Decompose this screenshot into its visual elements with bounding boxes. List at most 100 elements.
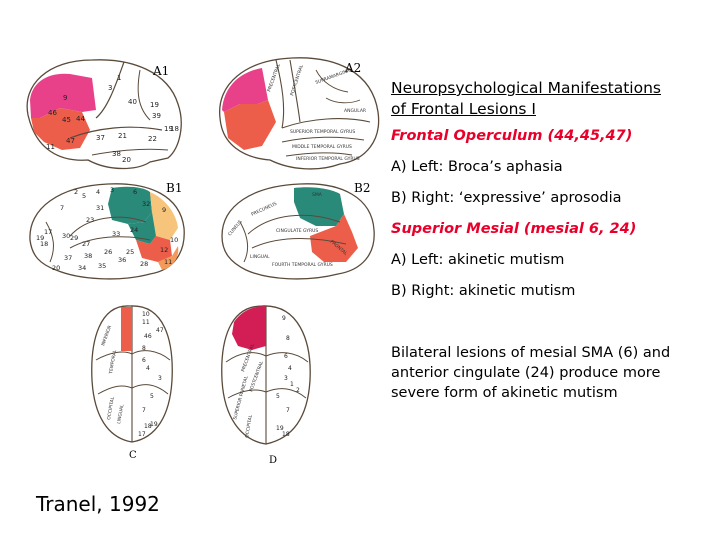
- item-right-akinetic-mutism: B) Right: akinetic mutism: [391, 283, 576, 299]
- area-number: 11: [164, 258, 172, 266]
- area-number: 30: [62, 232, 70, 240]
- area-operculum-red: [31, 108, 90, 150]
- area-number: 11: [46, 143, 55, 151]
- region-label: FOURTH TEMPORAL GYRUS: [272, 262, 333, 268]
- slide-heading: Neuropsychological Manifestations of Fro…: [391, 78, 713, 120]
- area-number: 22: [148, 135, 157, 143]
- area-number: 1: [117, 74, 121, 82]
- panel-a2-lateral-right: A2 PRECENTRAL POSTCENTRAL SUPERIOR TEMPO…: [219, 57, 380, 170]
- panel-label-a1: A1: [152, 64, 169, 78]
- area-number: 23: [86, 216, 94, 224]
- area-number: 28: [140, 260, 148, 268]
- area-number: 4: [288, 365, 292, 372]
- area-number: 8: [142, 345, 146, 352]
- area-light-orange: [150, 192, 178, 240]
- area-number: 39: [152, 112, 161, 120]
- area-number: 9: [162, 206, 166, 214]
- region-label: CINGULATE GYRUS: [276, 228, 318, 234]
- area-number: 19: [36, 234, 44, 242]
- region-label: LINGUAL: [116, 404, 125, 425]
- area-number: 32: [142, 200, 150, 208]
- area-magenta-frontal-right: [222, 68, 268, 112]
- citation: Tranel, 1992: [36, 492, 160, 516]
- heading-line-2: of Frontal Lesions I: [391, 100, 536, 118]
- area-number: 4: [96, 188, 100, 196]
- item-left-brocas-aphasia: A) Left: Broca’s aphasia: [391, 159, 563, 175]
- area-number: 8: [286, 335, 290, 342]
- region-label: INFERIOR TEMPORAL GYRUS: [296, 156, 360, 162]
- area-number: 10: [142, 311, 150, 318]
- area-orange-medial: [158, 246, 179, 270]
- area-number: 47: [156, 327, 164, 334]
- region-label: ANGULAR: [344, 108, 366, 114]
- area-number: 1: [290, 381, 294, 388]
- area-number: 35: [98, 262, 106, 270]
- panel-b2-medial-right: B2 PRECUNEUS CINGULATE GYRUS CUNEUS SMA …: [221, 181, 375, 280]
- area-number: 9: [282, 315, 286, 322]
- area-number: 20: [122, 156, 131, 164]
- region-label: OCCIPITAL: [244, 414, 254, 438]
- area-number: 9: [63, 94, 67, 102]
- brain-figure: A1 1 3 40 19 39 18 21 22 37 9 46 45 44 4…: [26, 57, 380, 466]
- area-number: 11: [142, 319, 150, 326]
- area-red-orange-medial-right: [310, 214, 358, 262]
- panel-label-b1: B1: [166, 181, 182, 195]
- area-number: 19: [150, 421, 158, 428]
- bilateral-lesion-note: Bilateral lesions of mesial SMA (6) and …: [391, 345, 671, 401]
- area-number: 38: [112, 150, 121, 158]
- area-number: 36: [118, 256, 126, 264]
- area-number: 2: [74, 188, 78, 196]
- area-number: 46: [144, 333, 152, 340]
- area-number: 40: [128, 98, 137, 106]
- panel-c-superior-view: C 10 11 47 46 8 6 4 3 5 7 19 18 17 INFER…: [91, 305, 173, 461]
- area-number: 19: [276, 425, 284, 432]
- area-number: 2: [296, 387, 300, 394]
- area-number: 27: [82, 240, 90, 248]
- area-number: 19: [164, 125, 173, 133]
- area-operculum-red-right: [224, 100, 276, 150]
- text-panel: Neuropsychological Manifestations of Fro…: [391, 78, 713, 403]
- area-number: 19: [150, 101, 159, 109]
- area-number: 33: [112, 230, 120, 238]
- area-number: 6: [284, 353, 288, 360]
- area-number: 38: [84, 252, 92, 260]
- area-crimson-mesial-frontal: [232, 306, 266, 350]
- region-label: TEMPORAL: [108, 349, 118, 375]
- region-label: SMA: [312, 192, 323, 198]
- area-magenta-frontal: [30, 73, 96, 118]
- area-teal-sma-right: [294, 187, 344, 226]
- area-number: 7: [142, 407, 146, 414]
- area-number: 18: [144, 423, 152, 430]
- area-number: 26: [104, 248, 112, 256]
- area-number: 3: [110, 186, 114, 194]
- panel-b1-medial-left: B1 4 6 5 3 2 7 31 23 24 9 32 33 10 12 11…: [29, 181, 185, 280]
- area-cingulate-teal: [128, 212, 156, 244]
- region-label: SUPERIOR TEMPORAL GYRUS: [290, 129, 355, 135]
- area-number: 12: [160, 246, 168, 254]
- panel-label-b2: B2: [354, 181, 370, 195]
- area-number: 5: [276, 393, 280, 400]
- panel-a1-lateral-left: A1 1 3 40 19 39 18 21 22 37 9 46 45 44 4…: [26, 59, 182, 170]
- panel-label-c: C: [129, 450, 137, 461]
- area-number: 18: [282, 431, 290, 438]
- section-superior-mesial: Superior Mesial (mesial 6, 24): [391, 221, 637, 237]
- area-number: 25: [126, 248, 134, 256]
- area-number: 7: [60, 204, 64, 212]
- area-number: 3: [158, 375, 162, 382]
- area-number: 5: [150, 393, 154, 400]
- area-number: 18: [40, 240, 48, 248]
- area-number: 3: [284, 375, 288, 382]
- region-label: OCCIPITAL: [106, 396, 116, 420]
- area-number: 31: [96, 204, 104, 212]
- area-number: 5: [82, 192, 86, 200]
- area-number: 21: [118, 132, 127, 140]
- item-right-aprosodia: B) Right: ‘expressive’ aprosodia: [391, 190, 622, 206]
- area-number: 44: [76, 115, 85, 123]
- area-number: 4: [146, 365, 150, 372]
- panel-label-a2: A2: [344, 61, 361, 75]
- area-number: 29: [70, 234, 78, 242]
- area-number: 37: [96, 134, 105, 142]
- area-number: 20: [52, 264, 60, 272]
- heading-line-1: Neuropsychological Manifestations: [391, 79, 661, 97]
- area-number: 6: [133, 188, 137, 196]
